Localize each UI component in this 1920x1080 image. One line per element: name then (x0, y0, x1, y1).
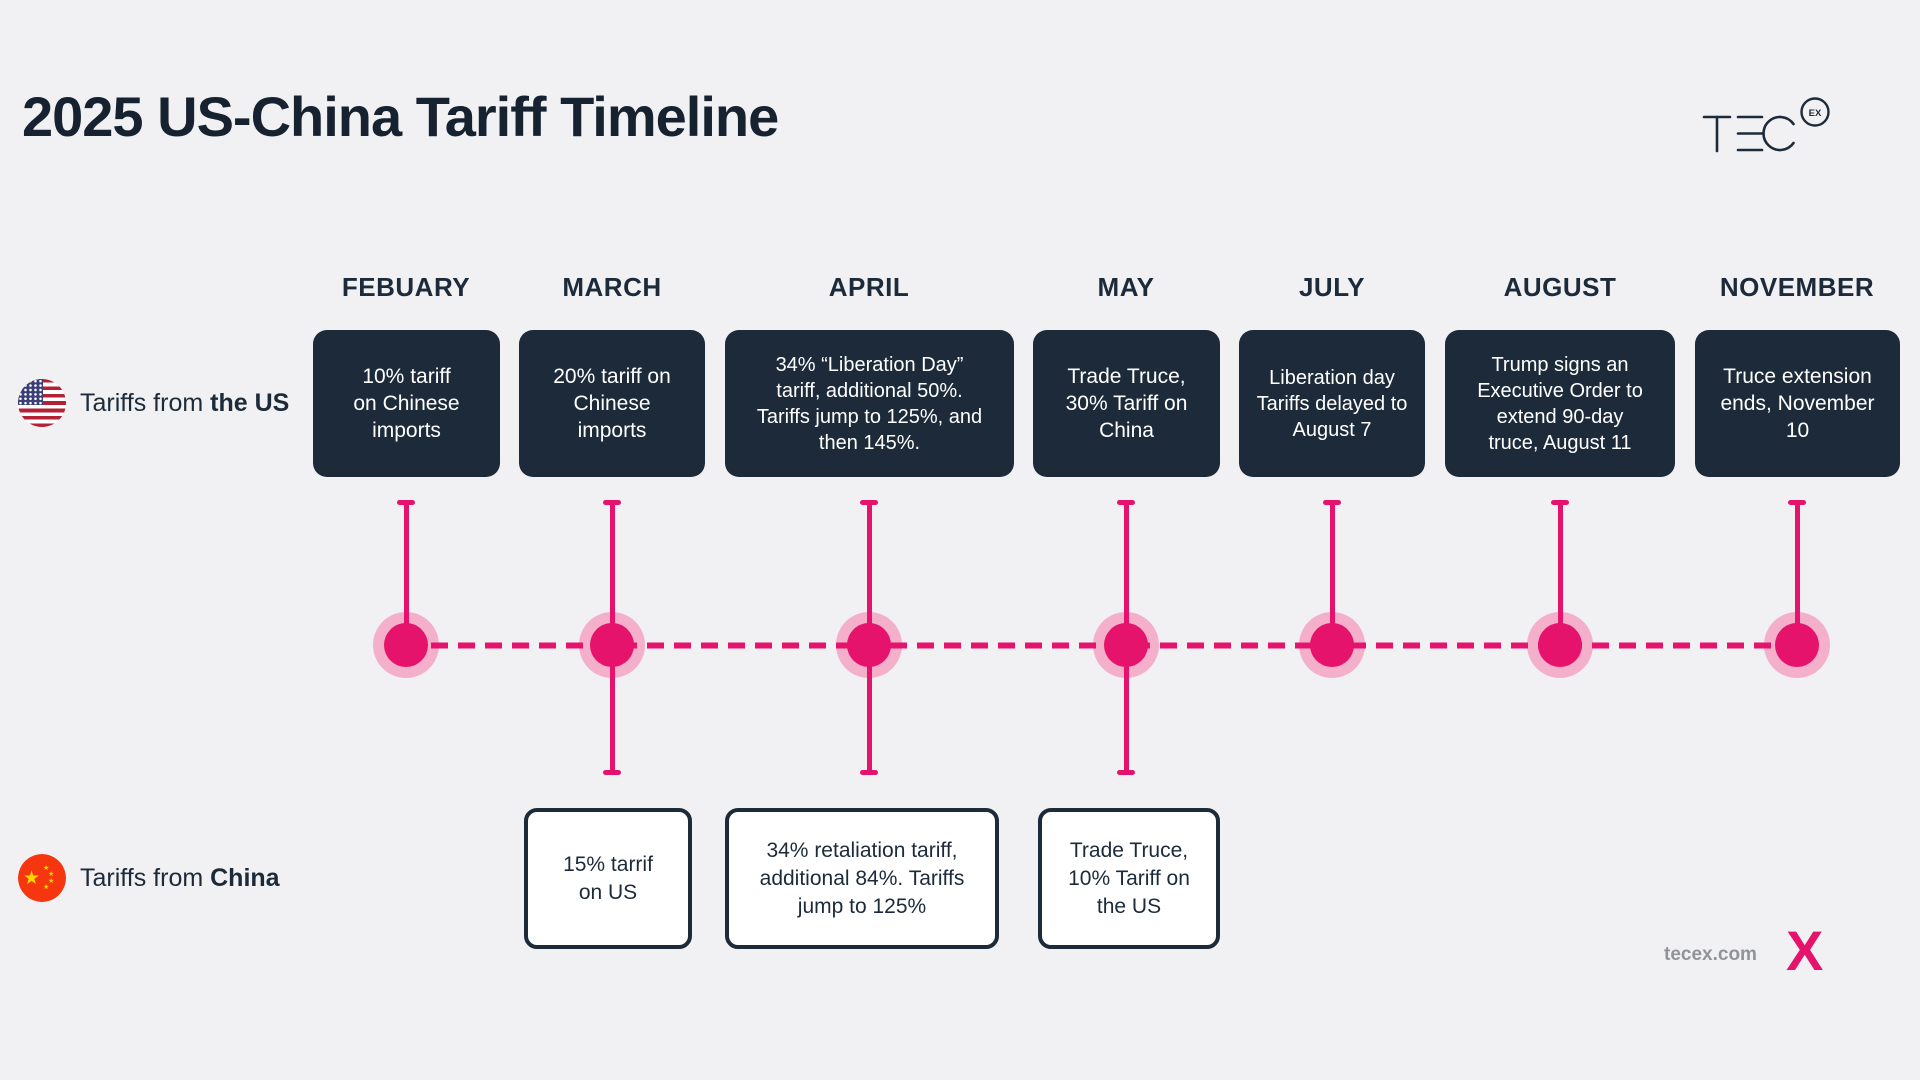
china-event-text-may: Trade Truce, 10% Tariff on the US (1068, 838, 1190, 918)
svg-text:★: ★ (48, 877, 54, 885)
stem-up-february (404, 504, 409, 645)
month-label-may: MAY (1097, 272, 1155, 302)
stem-down-cap-march (603, 770, 621, 775)
china-event-box-april: 34% retaliation tariff, additional 84%. … (725, 808, 999, 949)
month-label-february: FEBUARY (341, 272, 471, 302)
stem-down-march (610, 645, 615, 773)
us-event-box-april: 34% “Liberation Day” tariff, additional … (725, 330, 1014, 477)
us-event-box-july: Liberation day Tariffs delayed to August… (1239, 330, 1425, 477)
timeline-dot-march (590, 623, 634, 667)
us-flag-canton (18, 379, 43, 405)
us-event-text-november: Truce extension ends, November 10 (1720, 365, 1875, 442)
svg-text:★: ★ (43, 864, 49, 872)
month-label-november: NOVEMBER (1719, 272, 1875, 302)
stem-up-april (867, 504, 872, 645)
stem-cap-july (1323, 500, 1341, 505)
legend-china-bold: China (210, 864, 280, 892)
china-event-text-march: 15% tarrif on US (563, 852, 653, 904)
stem-down-cap-april (860, 770, 878, 775)
stem-down-cap-may (1117, 770, 1135, 775)
timeline-dot-february (384, 623, 428, 667)
stem-up-august (1558, 504, 1563, 645)
stem-up-march (610, 504, 615, 645)
website-url: tecex.com (1664, 944, 1757, 965)
legend-us: Tariffs from the US (80, 389, 289, 418)
us-event-box-november: Truce extension ends, November 10 (1695, 330, 1900, 477)
stem-down-april (867, 645, 872, 773)
stem-cap-august (1551, 500, 1569, 505)
us-event-text-july: Liberation day Tariffs delayed to August… (1256, 366, 1408, 441)
legend-china: Tariffs from China (80, 864, 280, 893)
stem-cap-march (603, 500, 621, 505)
us-event-box-march: 20% tariff on Chinese imports (519, 330, 705, 477)
month-label-july: JULY (1298, 272, 1366, 302)
month-label-april: APRIL (828, 272, 910, 302)
stem-down-may (1124, 645, 1129, 773)
us-event-box-august: Trump signs an Executive Order to extend… (1445, 330, 1675, 477)
stem-up-may (1124, 504, 1129, 645)
us-event-box-may: Trade Truce, 30% Tariff on China (1033, 330, 1220, 477)
svg-text:★: ★ (43, 883, 49, 891)
timeline-dot-august (1538, 623, 1582, 667)
stem-cap-april (860, 500, 878, 505)
us-event-text-february: 10% tariff on Chinese imports (353, 365, 460, 442)
timeline-dot-july (1310, 623, 1354, 667)
china-event-box-march: 15% tarrif on US (524, 808, 692, 949)
china-event-box-may: Trade Truce, 10% Tariff on the US (1038, 808, 1220, 949)
stem-cap-february (397, 500, 415, 505)
us-flag-icon (18, 379, 66, 427)
svg-text:★: ★ (23, 868, 40, 889)
china-flag-svg: ★ ★ ★ ★ ★ (18, 854, 66, 902)
us-event-text-april: 34% “Liberation Day” tariff, additional … (756, 353, 983, 454)
us-event-text-may: Trade Truce, 30% Tariff on China (1065, 365, 1188, 442)
legend-us-bold: the US (210, 389, 290, 417)
page-title: 2025 US-China Tariff Timeline (22, 85, 779, 148)
tecex-logo-icon: EX (1702, 97, 1830, 153)
stem-up-november (1795, 504, 1800, 645)
tecex-logo: EX (1698, 95, 1838, 157)
china-flag-icon: ★ ★ ★ ★ ★ (18, 854, 66, 902)
timeline-dot-may (1104, 623, 1148, 667)
legend-china-prefix: Tariffs from (80, 864, 204, 892)
month-label-march: MARCH (562, 272, 662, 302)
timeline-dot-november (1775, 623, 1819, 667)
us-event-text-march: 20% tariff on Chinese imports (553, 365, 671, 442)
tecex-x-logo: X (1786, 919, 1824, 982)
logo-badge-text: EX (1809, 108, 1822, 119)
stem-cap-may (1117, 500, 1135, 505)
china-event-text-april: 34% retaliation tariff, additional 84%. … (759, 838, 965, 918)
legend-us-prefix: Tariffs from (80, 389, 204, 417)
stem-up-july (1330, 504, 1335, 645)
stem-cap-november (1788, 500, 1806, 505)
month-label-august: AUGUST (1503, 272, 1617, 302)
us-event-text-august: Trump signs an Executive Order to extend… (1477, 353, 1643, 454)
us-event-box-february: 10% tariff on Chinese imports (313, 330, 500, 477)
svg-text:★: ★ (48, 870, 54, 878)
timeline-dot-april (847, 623, 891, 667)
